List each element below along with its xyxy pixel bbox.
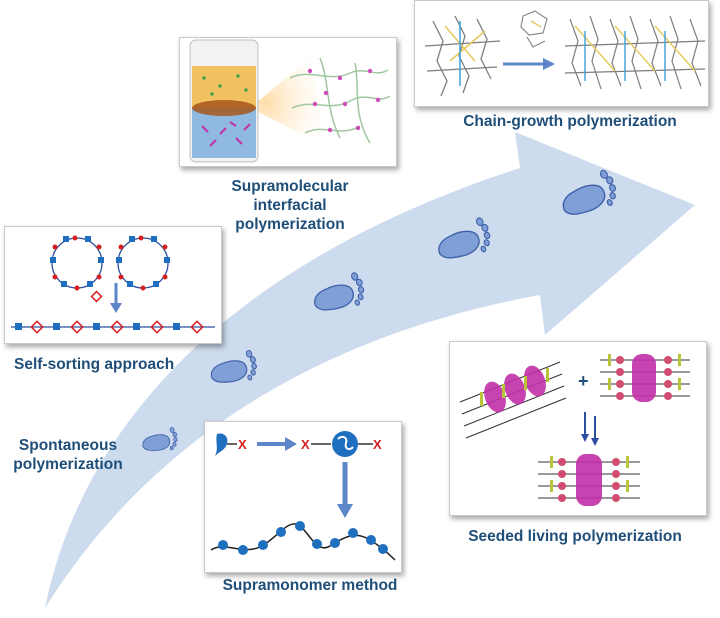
x-marker: X [373,437,382,452]
down-arrow-icon [110,283,122,313]
interfacial-label: Supramolecular interfacial polymerizatio… [231,178,349,233]
x-marker: X [301,437,310,452]
double-down-arrow-icon [581,412,599,446]
down-arrow-icon [337,462,353,518]
self-sorting-label: Self-sorting approach [14,356,175,373]
supramonomer-panel: X X X [204,421,402,573]
interfacial-panel [179,37,397,167]
x-marker: X [238,437,247,452]
chain-growth-panel [414,0,709,107]
right-arrow-icon [257,437,297,451]
self-sorting-panel [4,226,222,344]
spontaneous-label: Spontaneous polymerization [13,437,123,473]
plus-sign: + [578,371,589,391]
seeded-living-label: Seeded living polymerization [468,528,682,545]
seeded-living-panel: + [449,341,707,516]
curved-arrow-shape [45,132,695,608]
chain-growth-label: Chain-growth polymerization [463,113,677,130]
supramonomer-label: Supramonomer method [222,577,398,594]
right-arrow-icon [503,58,555,70]
